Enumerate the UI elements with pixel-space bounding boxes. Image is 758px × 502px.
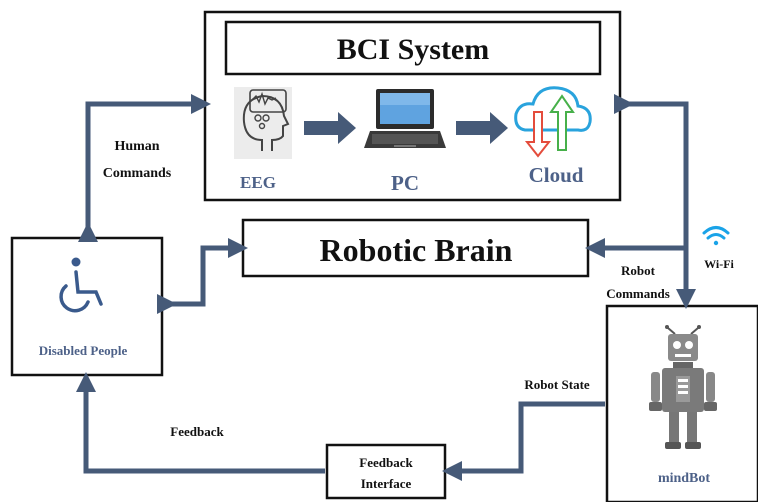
pc-to-cloud-arrow: [456, 112, 508, 144]
bci-mindbot-arrow: [613, 94, 696, 309]
robot-commands-label-2: Commands: [606, 286, 670, 301]
wifi-label: Wi-Fi: [704, 257, 734, 271]
pc-label: PC: [391, 171, 419, 195]
laptop-icon: [364, 89, 446, 148]
robot-state-label: Robot State: [524, 377, 590, 392]
wheelchair-icon: [59, 257, 103, 313]
feedback-label: Feedback: [170, 424, 224, 439]
human-commands-arrow: [78, 94, 211, 243]
robot-state-arrow: [442, 401, 605, 481]
feedback-interface-box: [325, 443, 447, 500]
feedback-interface-line1: Feedback: [359, 455, 413, 470]
robot-commands-label-1: Robot: [621, 263, 656, 278]
feedback-interface-line2: Interface: [361, 476, 412, 491]
bci-title: BCI System: [337, 33, 490, 66]
robotic-brain-label: Robotic Brain: [320, 232, 513, 268]
disabled-brain-arrow: [156, 238, 248, 314]
eeg-head-icon: [234, 87, 292, 159]
eeg-label: EEG: [240, 173, 276, 192]
feedback-arrow: [76, 372, 325, 474]
cloud-sync-icon: [514, 86, 592, 158]
cloud-label: Cloud: [529, 163, 584, 187]
eeg-to-pc-arrow: [304, 112, 356, 144]
mindbot-label: mindBot: [658, 471, 710, 486]
bci-title-box: [224, 20, 602, 76]
human-commands-label-2: Commands: [103, 166, 172, 181]
wifi-icon: [702, 226, 730, 246]
robot-icon: [649, 325, 717, 449]
disabled-people-label: Disabled People: [39, 343, 128, 358]
human-commands-label-1: Human: [114, 139, 159, 154]
